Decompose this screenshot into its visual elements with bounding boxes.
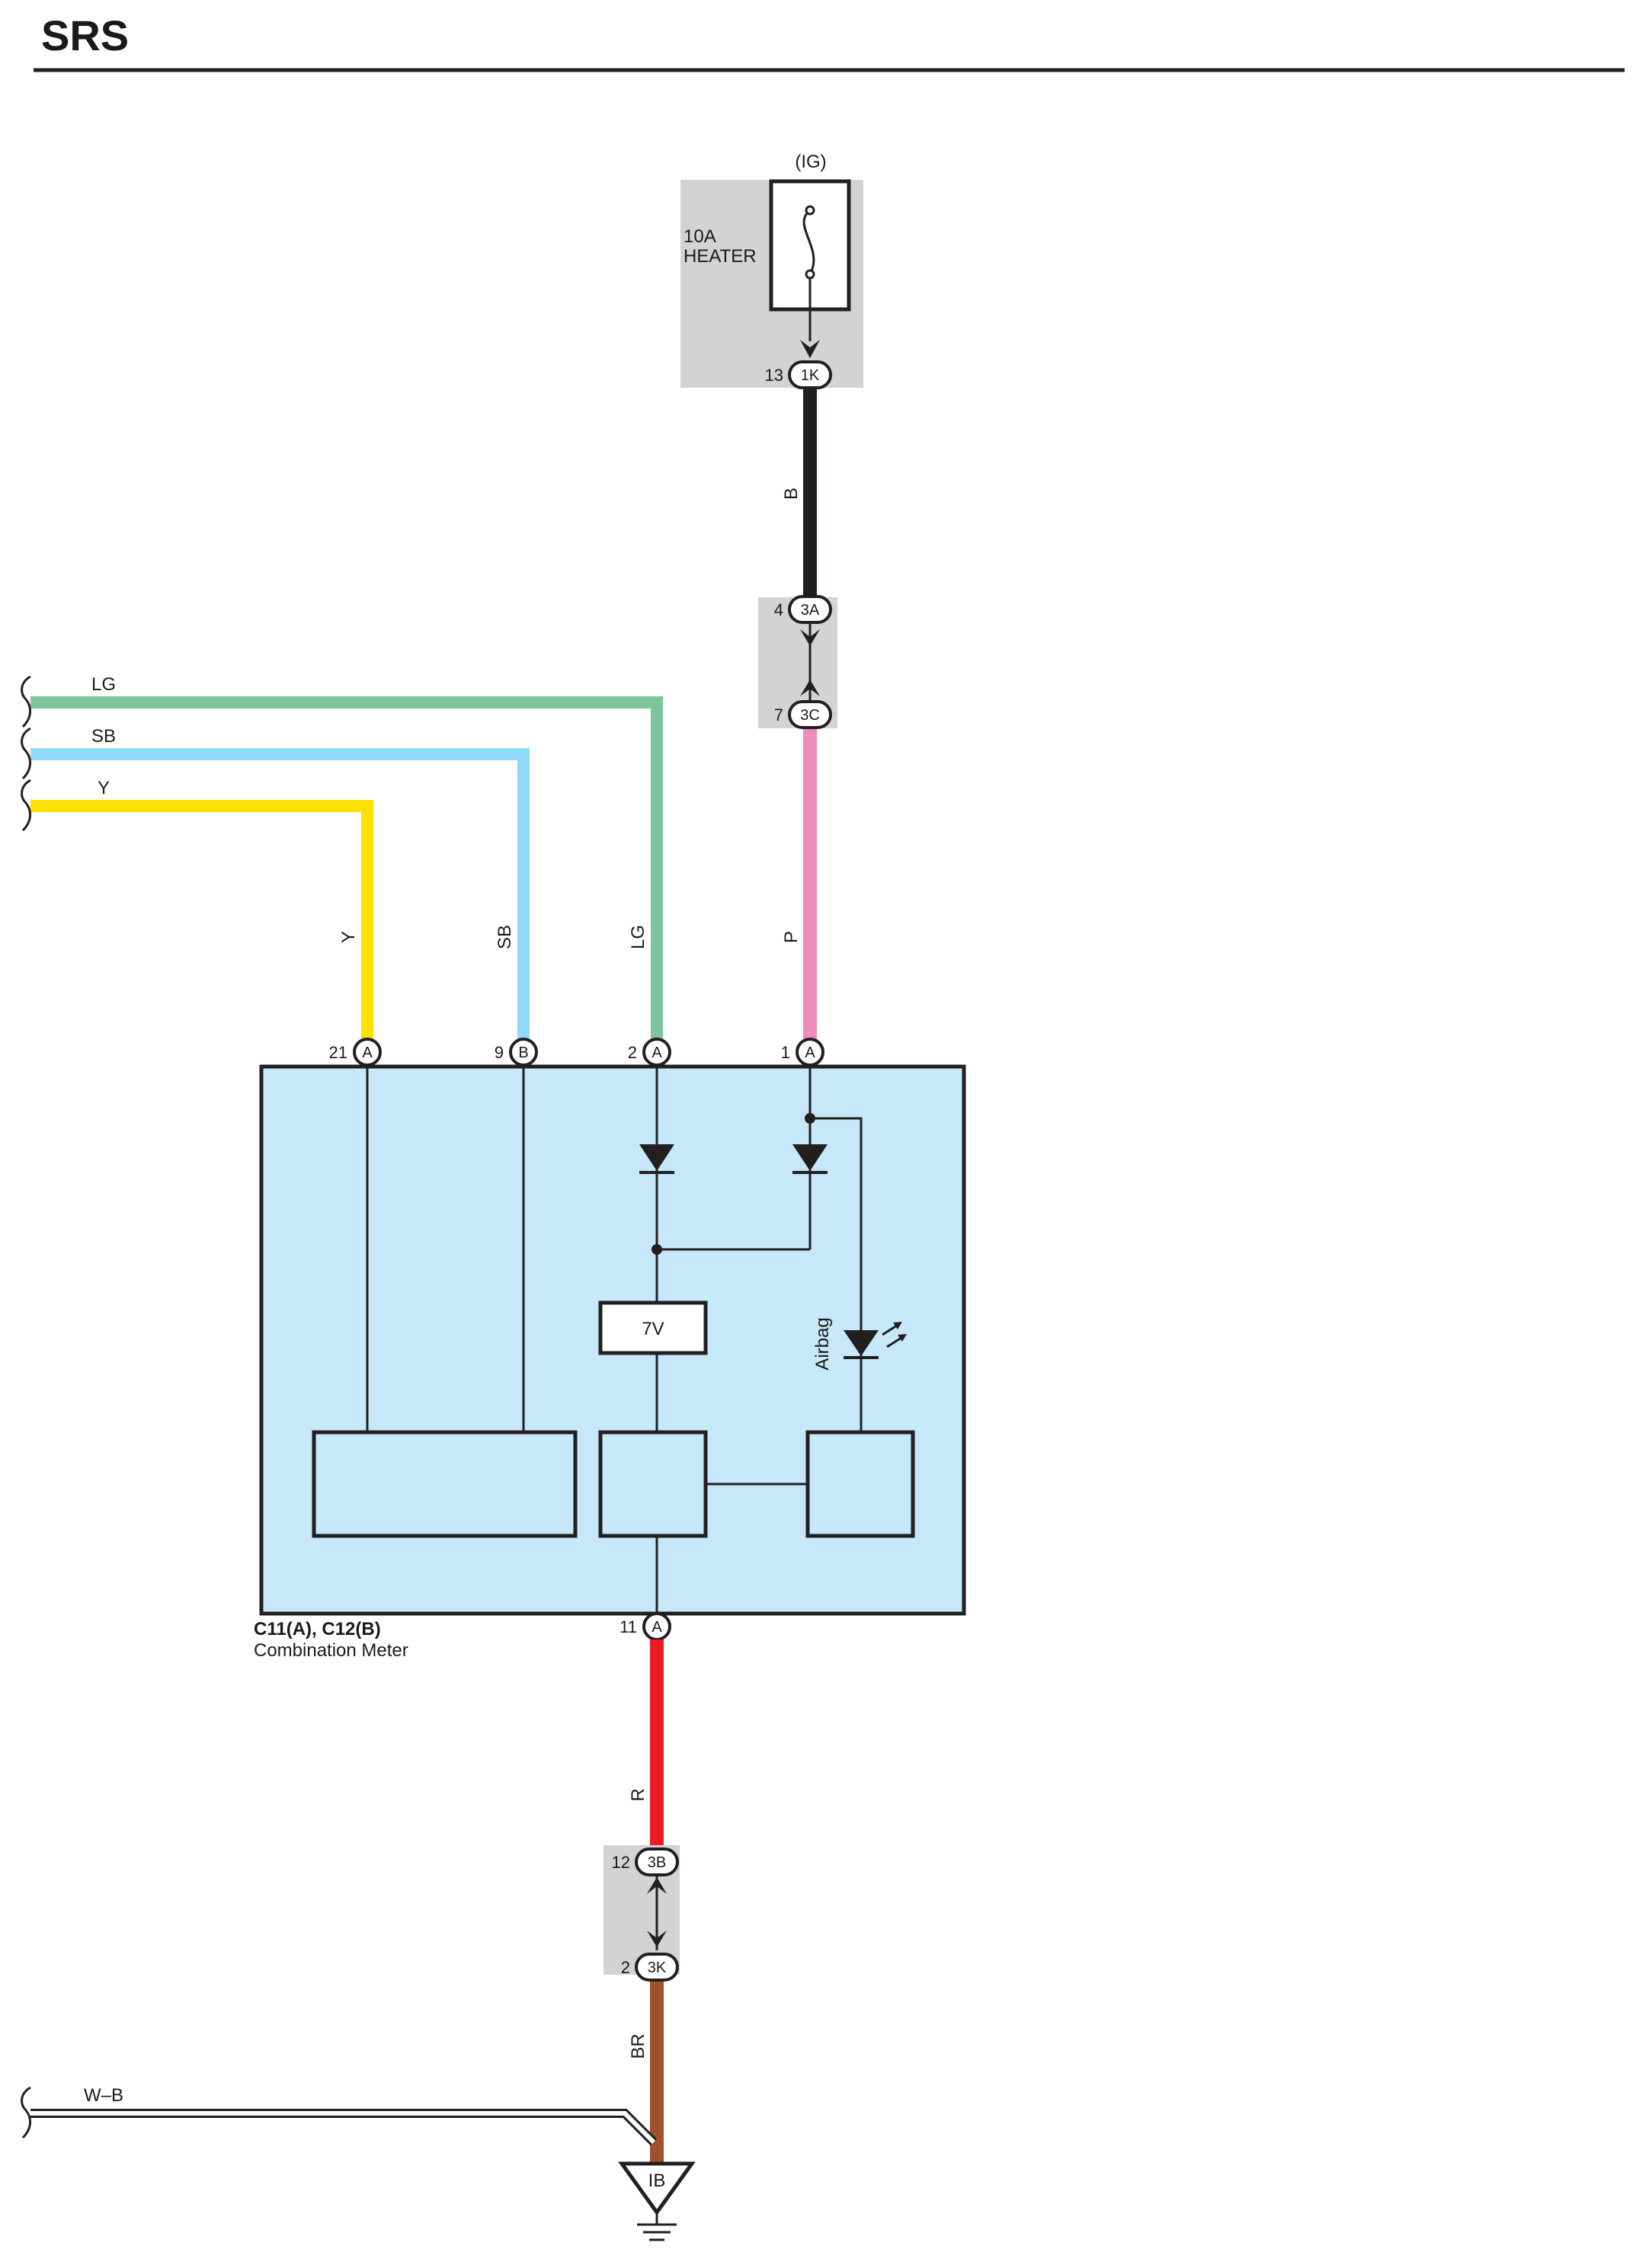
pin-p: A 1	[781, 1038, 824, 1067]
gauge-block	[312, 1430, 578, 1538]
connector-1k-ring	[788, 360, 832, 389]
indicator-label: Airbag	[812, 1317, 833, 1370]
led-ray-arrow	[893, 1322, 902, 1329]
meter-code: C11(A), C12(B)	[254, 1619, 381, 1639]
wire-sb-label: SB	[495, 925, 515, 949]
connector-3a: 3A 4	[774, 595, 832, 624]
connector-1k-id: 1K	[801, 367, 820, 384]
pin-y-number: 21	[329, 1043, 347, 1062]
connector-3a-id: 3A	[801, 602, 820, 619]
control-block	[598, 1430, 708, 1538]
pin-sb-id: B	[518, 1044, 528, 1061]
indicator-feed-line	[810, 1117, 863, 1432]
ground-point: IB	[618, 2161, 696, 2241]
connector-3c: 3C 7	[774, 700, 832, 729]
pin-y-id: A	[362, 1044, 373, 1061]
connector-3c-ring	[788, 700, 832, 729]
wire-r-label: R	[628, 1788, 648, 1801]
fuse-block: (IG) 10A HEATER	[680, 152, 863, 388]
pin-sb-ring	[509, 1038, 538, 1067]
pin-gnd: A 11	[620, 1612, 671, 1641]
connector-3a-ring	[788, 595, 832, 624]
wire-p-label: P	[781, 931, 802, 943]
wire-y	[30, 800, 373, 1042]
fuse-terminal-bottom	[805, 269, 815, 280]
connector-3c-id: 3C	[800, 707, 820, 724]
fuse-terminal-top	[805, 205, 815, 216]
wire-break-icon	[21, 2086, 31, 2139]
pin-p-ring	[796, 1038, 824, 1067]
junction-dot	[805, 1113, 815, 1124]
wire-wb-outline	[30, 2109, 658, 2146]
wire-b-label: B	[781, 488, 802, 500]
connector-1k: 1K 13	[765, 360, 832, 389]
pin-y-ring	[353, 1038, 382, 1067]
arrow-up-icon	[800, 680, 820, 696]
connector-3a-pin: 4	[774, 600, 783, 619]
pin-y: A 21	[329, 1038, 382, 1067]
fuse-name: HEATER	[684, 246, 757, 267]
ground-id: IB	[648, 2170, 666, 2191]
fuse-element-icon	[802, 209, 815, 275]
page-title: SRS	[41, 11, 129, 59]
diode-icon	[792, 1144, 828, 1171]
pin-gnd-id: A	[652, 1619, 662, 1636]
wire-lg-label-left: LG	[91, 674, 116, 695]
wire-sb	[30, 748, 530, 1042]
pin-gnd-number: 11	[620, 1617, 637, 1636]
led-icon	[844, 1330, 879, 1356]
connector-3c-pin: 7	[774, 705, 783, 725]
pin-lg-ring	[642, 1038, 671, 1067]
connector-3b-pin: 12	[612, 1853, 630, 1872]
led-ray-arrow	[898, 1334, 907, 1342]
connector-3k-ring	[635, 1953, 679, 1982]
wire-y-label: Y	[338, 931, 359, 943]
ground-triangle-icon	[618, 2161, 696, 2216]
fuse-rating: 10A	[684, 226, 716, 247]
pin-lg-number: 2	[628, 1043, 637, 1062]
meter-name: Combination Meter	[254, 1640, 408, 1661]
connector-3b: 3B 12	[612, 1847, 679, 1876]
arrow-down-icon	[647, 1931, 667, 1947]
wire-y-label-left: Y	[98, 778, 110, 798]
connector-3k-pin: 2	[621, 1958, 630, 1977]
pin-sb: B 9	[495, 1038, 538, 1067]
regulator-box	[598, 1300, 708, 1355]
arrow-down-icon	[800, 340, 820, 358]
wire-br-label: BR	[628, 2033, 648, 2058]
fuse-supply-label: (IG)	[795, 152, 826, 172]
wire-sb-label-left: SB	[91, 726, 116, 747]
arrow-down-icon	[800, 629, 820, 646]
regulator-label: 7V	[642, 1319, 664, 1339]
wire-wb-label: W–B	[84, 2085, 123, 2106]
connector-3k-id: 3K	[648, 1959, 667, 1976]
connector-3k: 3K 2	[621, 1953, 679, 1982]
connector-3b-ring	[635, 1847, 679, 1876]
wire-lg	[30, 696, 663, 1042]
wire-lg-label: LG	[628, 925, 648, 949]
pin-lg: A 2	[628, 1038, 671, 1067]
pin-p-number: 1	[781, 1043, 790, 1062]
diode-icon	[639, 1144, 674, 1171]
arrow-up-icon	[647, 1877, 667, 1894]
pin-sb-number: 9	[495, 1043, 504, 1062]
wire-break-icon	[21, 779, 31, 832]
pin-p-id: A	[805, 1044, 815, 1061]
wire-break-icon	[21, 727, 31, 780]
indicator-block	[805, 1430, 915, 1538]
wire-wb	[30, 2111, 656, 2145]
wire-break-icon	[21, 675, 31, 728]
combination-meter: 7V Airbag C11(A), C12(B) Combination Met…	[254, 1059, 966, 1661]
junction-dot	[652, 1244, 662, 1255]
connector-3b-id: 3B	[648, 1854, 666, 1871]
pin-lg-id: A	[652, 1044, 662, 1061]
connector-1k-pin: 13	[765, 366, 783, 385]
